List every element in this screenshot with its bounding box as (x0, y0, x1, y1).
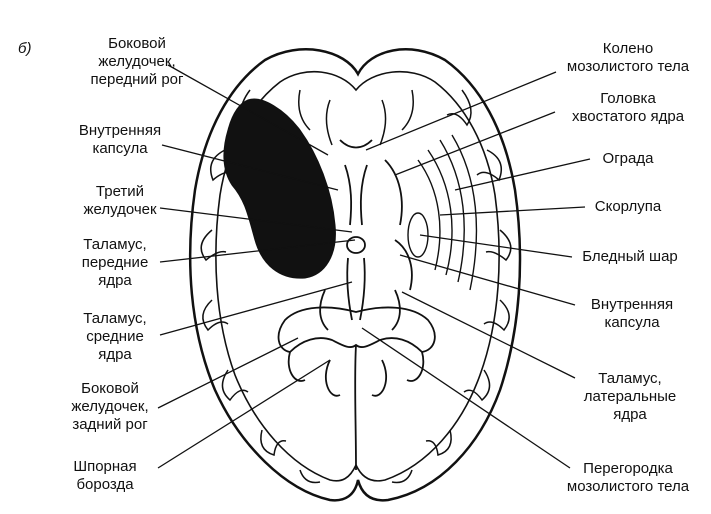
panel-label: б) (18, 40, 32, 57)
leader-pallidus (419, 234, 573, 258)
label-thal-medial: Таламус, средние ядра (83, 310, 147, 363)
leader-calcarine (157, 359, 331, 469)
leader-third-ventricle (159, 207, 353, 233)
label-pallidus: Бледный шар (582, 248, 678, 265)
label-int-capsule-right: Внутренняя капсула (590, 296, 674, 331)
leader-thal-medial (159, 281, 353, 336)
gyri-left (200, 89, 333, 484)
lesion-region (223, 98, 336, 279)
leader-int-capsule-r (399, 254, 576, 306)
label-third-ventricle: Третий желудочек (83, 183, 157, 218)
leader-claustrum (454, 158, 591, 191)
label-genu: Колено мозолистого тела (566, 40, 690, 75)
brain-outline (188, 48, 522, 502)
label-thal-anterior: Таламус, передние ядра (81, 236, 149, 289)
leader-int-capsule-l (161, 144, 339, 191)
leader-thal-anterior (159, 239, 356, 263)
label-claustrum: Ограда (602, 150, 654, 167)
leader-thal-lateral (401, 291, 576, 379)
leader-genu (365, 71, 557, 151)
leader-putamen (439, 206, 586, 216)
leader-lines (157, 64, 591, 469)
central-structures (319, 139, 413, 331)
leader-lv-anterior (167, 64, 329, 156)
label-thal-lateral: Таламус, латеральные ядра (583, 370, 677, 423)
label-septum: Перегородка мозолистого тела (566, 460, 690, 495)
leader-septum (361, 327, 571, 469)
label-caudate-head: Головка хвостатого ядра (571, 90, 685, 125)
leader-lv-posterior (157, 337, 299, 409)
label-int-capsule-left: Внутренняя капсула (78, 122, 162, 157)
leader-caudate-head (394, 111, 556, 176)
label-lv-posterior: Боковой желудочек, задний рог (71, 380, 149, 433)
label-lv-anterior: Боковой желудочек, передний рог (90, 35, 184, 88)
label-putamen: Скорлупа (594, 198, 662, 215)
label-calcarine: Шпорная борозда (73, 458, 137, 493)
posterior-structures (277, 306, 436, 471)
